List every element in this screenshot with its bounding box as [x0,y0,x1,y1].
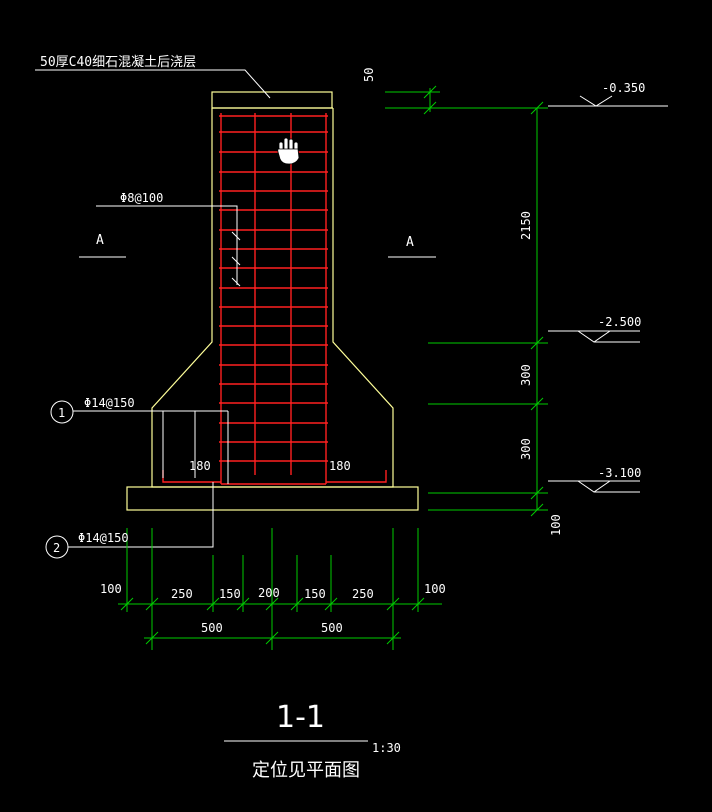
elevation-label-3: -3.100 [598,466,641,480]
note-top-layer: 50厚C40细石混凝土后浇层 [40,54,196,70]
dim-tick [386,631,400,645]
dim-h-row2-2: 500 [321,621,343,635]
dim-tick [290,597,304,611]
dim-h-5: 150 [304,587,326,601]
dimension-lines [118,85,548,650]
dim-tick [206,597,220,611]
leader-lines [35,69,668,742]
dim-h-row2-1: 500 [201,621,223,635]
cushion-layer [126,486,419,511]
hook-length-left: 180 [189,459,211,473]
dim-top-layer: 50 [362,68,376,82]
section-scale: 1:30 [372,741,401,755]
dim-tick [265,631,279,645]
leader-top-layer [35,69,271,99]
section-mark-left: A [96,233,104,248]
hook-length-right: 180 [329,459,351,473]
top-topping-layer [211,91,333,109]
dim-h-7: 100 [424,582,446,596]
elevation-label-2: -2.500 [598,315,641,329]
dim-cushion: 100 [549,514,563,536]
hand-cursor-icon [277,137,300,165]
section-mark-right: A [406,235,414,250]
dim-tick [530,397,544,411]
dim-h-4: 200 [258,586,280,600]
rebar-bottom-right-hook [326,470,387,483]
dim-tick [145,597,159,611]
tick-mark [231,277,241,287]
dim-tick [530,503,544,517]
note-rebar-1: Φ14@150 [84,396,135,410]
dim-tick [530,336,544,350]
dim-tick [423,101,437,115]
note-rebar-2: Φ14@150 [78,531,129,545]
tick-mark [231,256,241,266]
rebar-marker-1: 1 [58,406,65,420]
dim-tick [423,85,437,99]
concrete-outline [126,91,419,511]
dim-tick [324,597,338,611]
elevation-mark-2 [577,330,611,343]
rebar-cage [162,113,387,485]
dim-tick [530,486,544,500]
dim-tick [120,597,134,611]
elevation-mark-1 [579,95,613,107]
dim-tick [411,597,425,611]
dim-tick [530,101,544,115]
dim-base: 300 [519,438,533,460]
wall-stem-and-footing [151,108,394,488]
dim-stem: 2150 [519,211,533,240]
tick-mark [231,231,241,241]
elevation-label-1: -0.350 [602,81,645,95]
section-title: 1-1 [276,700,325,735]
dim-tick [236,597,250,611]
dim-tick [145,631,159,645]
section-subtitle: 定位见平面图 [252,760,360,781]
leader-stirrup [96,205,238,285]
dim-haunch: 300 [519,364,533,386]
dim-h-3: 150 [219,587,241,601]
elevation-mark-3 [577,480,611,493]
rebar-marker-2: 2 [53,541,60,555]
leader-rebar-2 [68,482,214,548]
dim-tick [386,597,400,611]
dim-tick [265,597,279,611]
note-stirrup-rebar: Φ8@100 [120,191,163,205]
dim-h-6: 250 [352,587,374,601]
dim-h-2: 250 [171,587,193,601]
dim-h-1: 100 [100,582,122,596]
rebar-marker-1-circle [50,400,74,424]
